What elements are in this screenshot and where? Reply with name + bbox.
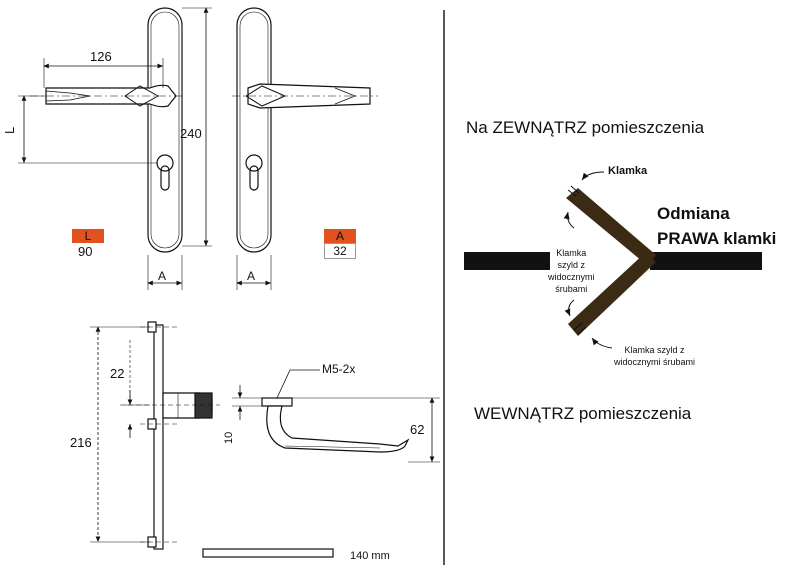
variant-line1: Odmiana <box>657 204 730 223</box>
dim-spindle-offset: 22 <box>110 366 124 381</box>
door-leaf-inner <box>568 252 656 336</box>
dim-screw-spacing: 216 <box>70 435 92 450</box>
dim-width-a-right: A <box>247 269 255 283</box>
dim-handle-projection: 62 <box>410 422 424 437</box>
dim-width-a-left: A <box>158 269 166 283</box>
dim-rose-height: 10 <box>223 432 235 444</box>
dim-plate-height: 240 <box>180 126 202 141</box>
door-wall-right <box>650 252 762 270</box>
lever-profile-view <box>202 369 440 558</box>
plate-label-bottom-line: widocznymi śrubami <box>614 357 696 367</box>
door-orientation-diagram <box>464 171 762 349</box>
backplate-front <box>147 7 183 253</box>
door-leaf-outer <box>566 188 656 266</box>
plate-label-left-line: szyld z <box>557 260 586 270</box>
dim-distance-l: L <box>2 127 17 134</box>
plate-label-left-line: widocznymi <box>548 272 595 282</box>
plate-label-left-line: śrubami <box>555 284 588 294</box>
variant-line2: PRAWA klamki <box>657 229 777 248</box>
plate-label-bottom: Klamka szyld z widocznymi śrubami <box>614 344 695 368</box>
plate-label-left-line: Klamka <box>556 248 587 258</box>
badge-l-letter: L <box>72 229 104 243</box>
badge-a-value: 32 <box>324 243 356 259</box>
dim-handle-length: 126 <box>90 49 112 64</box>
door-wall-left <box>464 252 550 270</box>
plate-profile-view <box>90 321 220 550</box>
badge-l-value: 90 <box>78 244 93 259</box>
plate-width-bar <box>202 548 334 558</box>
front-view <box>18 7 212 290</box>
inside-room-label: WEWNĄTRZ pomieszczenia <box>474 404 692 423</box>
backplate-side <box>236 7 272 253</box>
badge-a-letter: A <box>324 229 356 243</box>
outside-room-label: Na ZEWNĄTRZ pomieszczenia <box>466 118 705 137</box>
dim-screw-spec: M5-2x <box>322 362 355 376</box>
plate-label-bottom-line: Klamka szyld z <box>624 345 685 355</box>
plate-label-left: Klamka szyld z widocznymi śrubami <box>548 247 595 295</box>
dim-plate-width: 140 mm <box>350 550 390 562</box>
side-view <box>232 7 378 290</box>
handle-label: Klamka <box>608 165 648 177</box>
